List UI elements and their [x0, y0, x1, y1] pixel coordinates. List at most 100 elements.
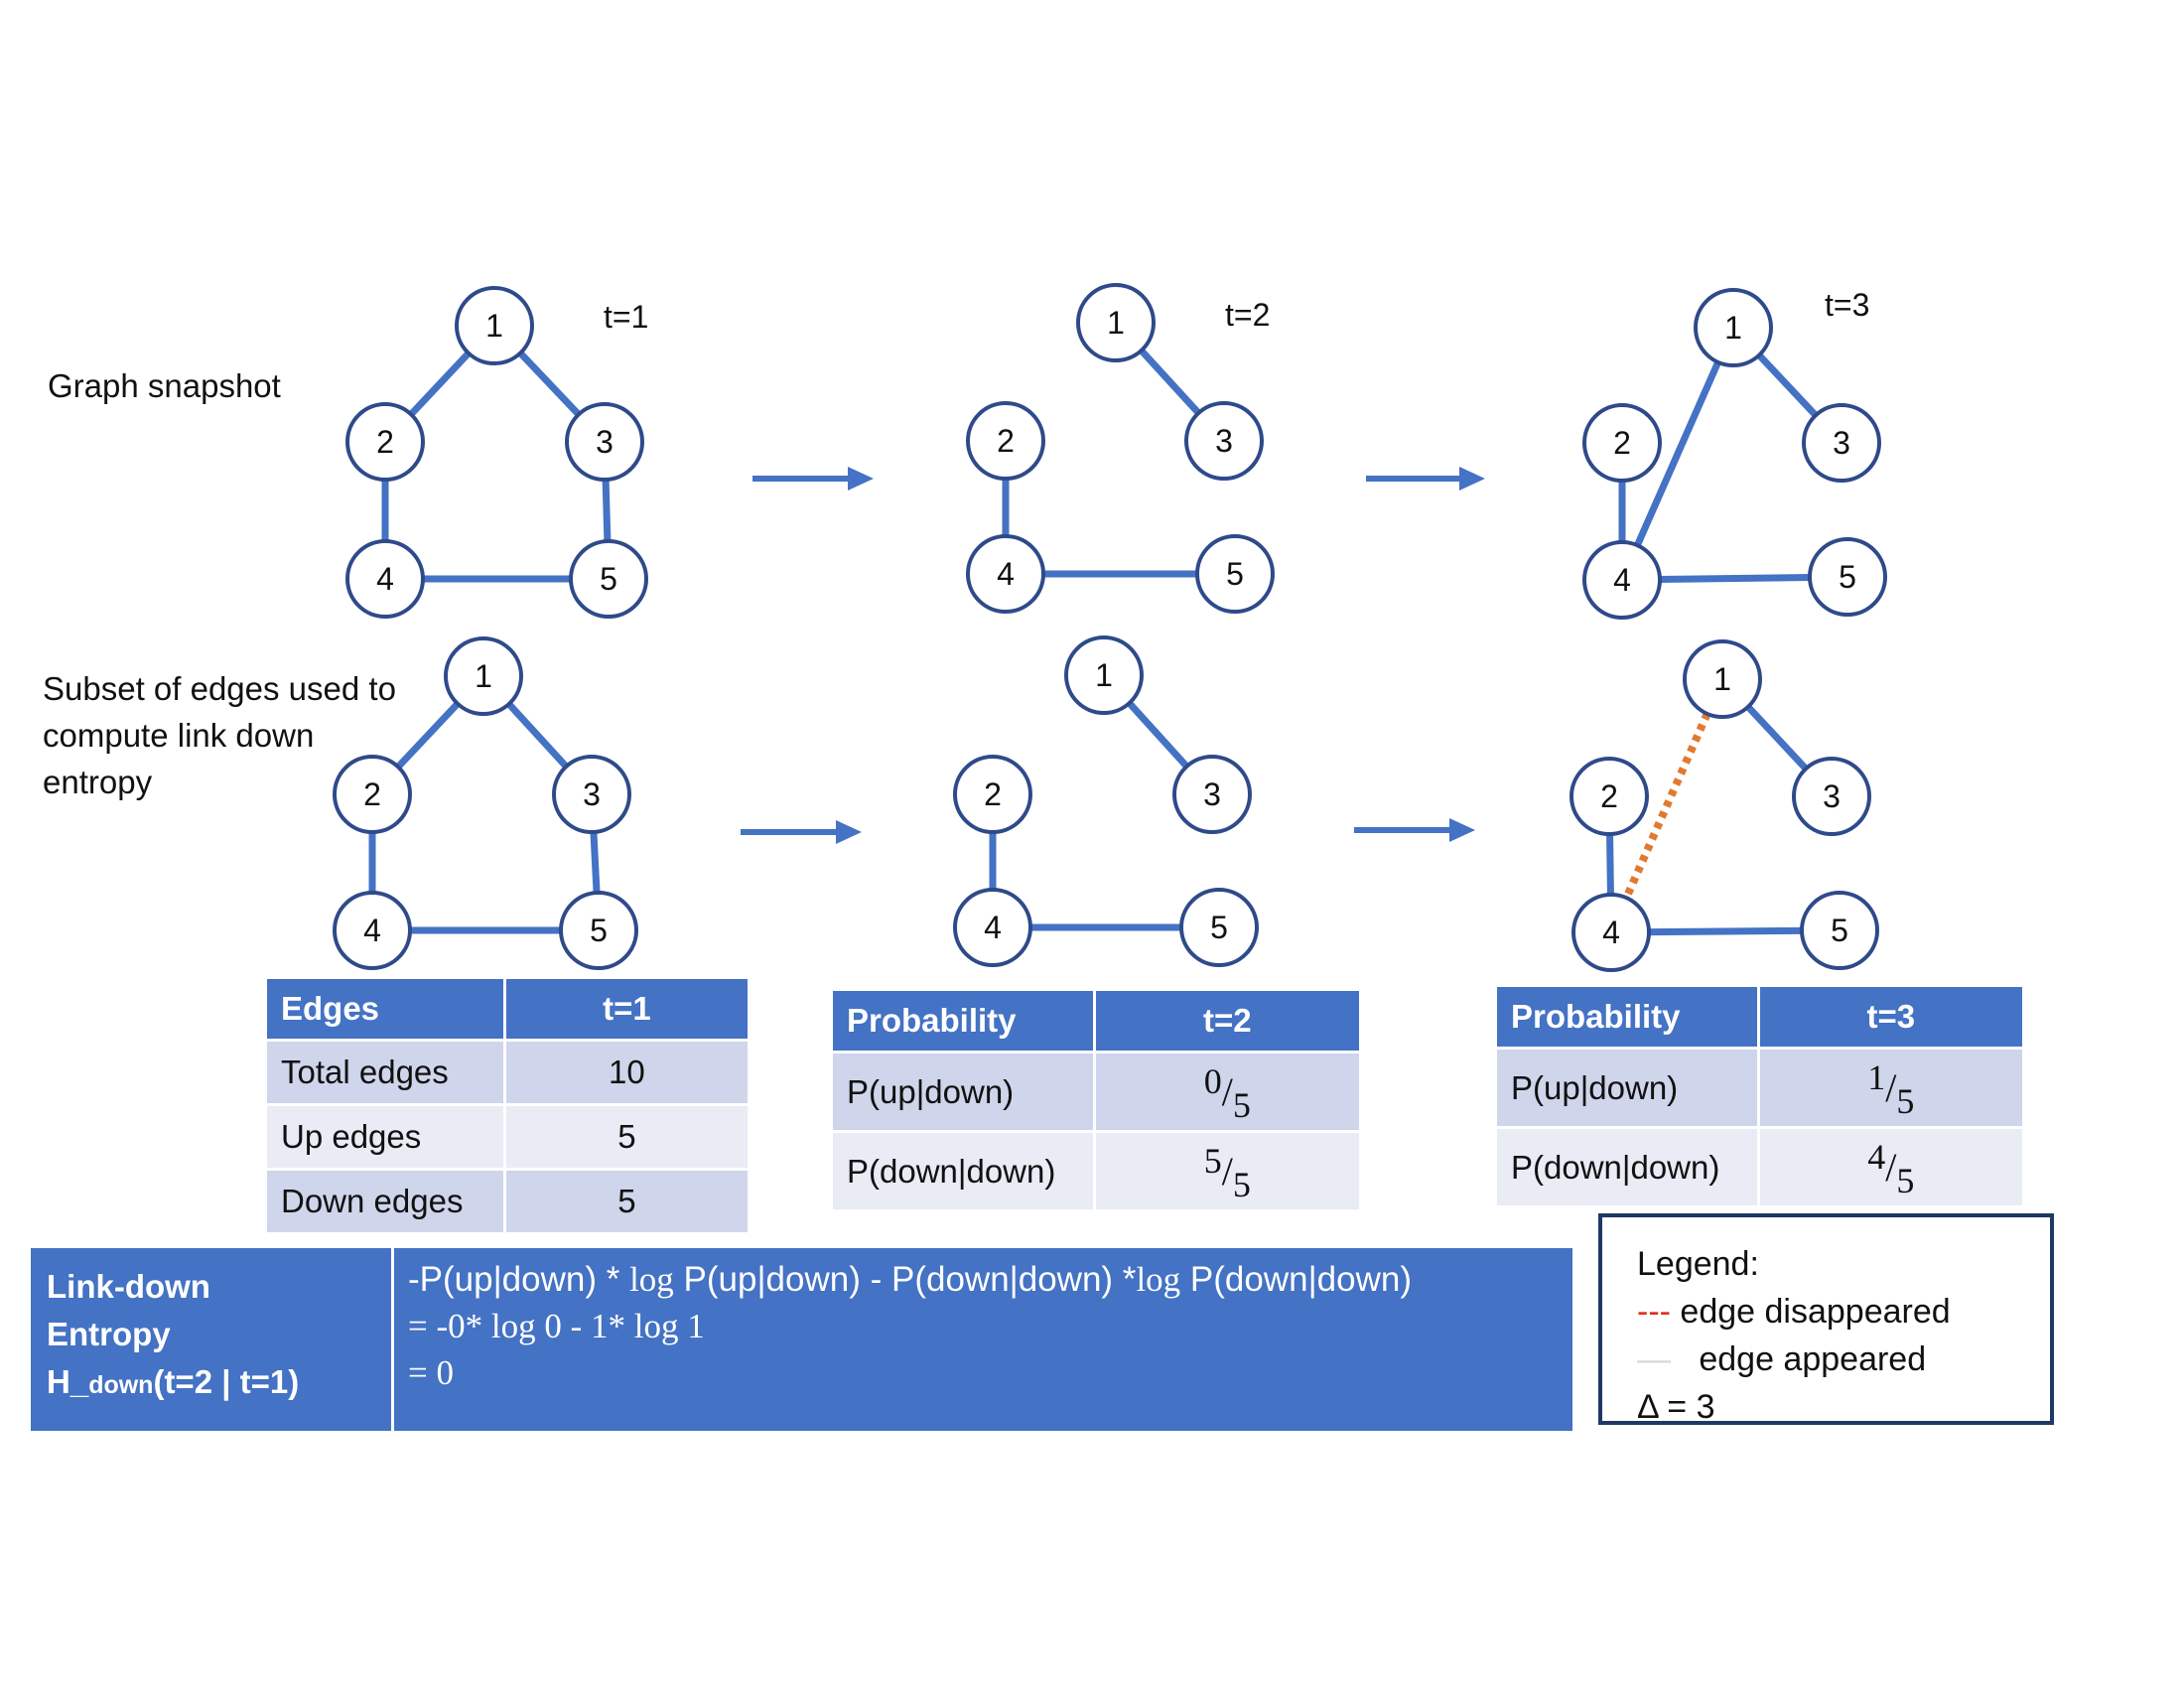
node-circle: [345, 402, 425, 482]
table-row: P(down|down) 4/5: [1494, 1126, 2026, 1208]
row-label: Down edges: [264, 1168, 506, 1235]
node-circle: [1571, 893, 1651, 972]
table-row: P(down|down) 5/5: [830, 1130, 1363, 1212]
row-value: 10: [502, 1039, 751, 1106]
graph-node: 2: [1582, 403, 1662, 483]
graph-node: 4: [345, 539, 425, 619]
node-circle: [1802, 403, 1881, 483]
node-circle: [565, 402, 644, 482]
entropy-symbol: H_down(t=2 | t=1): [47, 1363, 300, 1400]
numerator: 0: [1203, 1061, 1222, 1101]
node-circle: [1064, 635, 1144, 715]
numerator: 4: [1867, 1137, 1886, 1177]
row-label: P(down|down): [830, 1130, 1096, 1212]
node-circle: [1179, 888, 1259, 967]
node-label: 3: [1833, 425, 1850, 461]
graph-node: 3: [565, 402, 644, 482]
node-circle: [1570, 757, 1649, 836]
formula-line: = 0: [408, 1353, 454, 1392]
node-circle: [966, 401, 1045, 481]
table-header: Probability: [1494, 984, 1760, 1050]
graph-node: 2: [333, 755, 412, 834]
node-label: 3: [596, 424, 614, 460]
node-label: 1: [485, 308, 503, 344]
node-label: 5: [1210, 910, 1228, 945]
table-header: t=3: [1756, 984, 2026, 1050]
graph-node: 4: [333, 891, 412, 970]
subset-label-line: compute link down: [43, 717, 315, 754]
node-label: 5: [1226, 556, 1244, 592]
node-circle: [953, 888, 1032, 967]
numerator: 1: [1867, 1057, 1886, 1097]
node-circle: [1792, 757, 1871, 836]
graph-edge: [1618, 326, 1737, 582]
formula-line: -P(up|down) * log P(up|down) - P(down|do…: [408, 1260, 1412, 1299]
node-circle: [345, 539, 425, 619]
graph-node: 5: [569, 539, 648, 619]
table-header: t=1: [502, 976, 751, 1042]
node-circle: [953, 755, 1032, 834]
graph-node: 1: [1064, 635, 1144, 715]
row-label: Up edges: [264, 1103, 506, 1171]
graph-node: 1: [1076, 283, 1156, 362]
graph-node: 4: [1582, 540, 1662, 620]
node-circle: [333, 891, 412, 970]
denominator: 5: [1896, 1161, 1915, 1200]
grey-dash-icon: —: [1637, 1340, 1671, 1378]
table-row: Down edges 5: [264, 1168, 751, 1235]
node-circle: [569, 539, 648, 619]
table-row: Up edges 5: [264, 1103, 751, 1171]
probability-table-t2: Probability t=2 P(up|down) 0/5 P(down|do…: [830, 988, 1363, 1212]
node-label: 5: [1831, 913, 1848, 948]
graph-node: 5: [1195, 534, 1275, 614]
graph-node: 2: [1570, 757, 1649, 836]
node-label: 3: [1823, 778, 1841, 814]
graph-node: 1: [1683, 639, 1762, 719]
node-label: 4: [984, 910, 1002, 945]
node-circle: [966, 534, 1045, 614]
entropy-box: Link-down Entropy H_down(t=2 | t=1) -P(u…: [31, 1248, 1572, 1431]
entropy-formula: -P(up|down) * log P(up|down) - P(down|do…: [408, 1256, 1412, 1396]
row-label: Total edges: [264, 1039, 506, 1106]
node-circle: [1172, 755, 1252, 834]
legend-delta: Δ = 3: [1637, 1388, 1715, 1426]
row-label: P(up|down): [830, 1051, 1096, 1133]
node-label: 3: [583, 776, 601, 812]
node-circle: [1184, 401, 1264, 481]
fraction-value: 0/5: [1092, 1051, 1363, 1133]
graph-node: 4: [1571, 893, 1651, 972]
node-label: 1: [475, 658, 492, 694]
node-label: 5: [590, 913, 608, 948]
node-circle: [559, 891, 638, 970]
node-label: 2: [1600, 778, 1618, 814]
fraction-value: 1/5: [1756, 1047, 2026, 1129]
entropy-title: Entropy: [47, 1316, 171, 1352]
arrow-head-icon: [1449, 818, 1475, 842]
numerator: 5: [1203, 1141, 1222, 1181]
node-label: 1: [1724, 310, 1742, 346]
node-label: 4: [376, 561, 394, 597]
node-label: 2: [376, 424, 394, 460]
node-label: 2: [997, 423, 1015, 459]
node-label: 5: [1839, 559, 1856, 595]
table-row: P(up|down) 0/5: [830, 1051, 1363, 1133]
arrow-head-icon: [1459, 467, 1485, 491]
formula-line: = -0* log 0 - 1* log 1: [408, 1307, 705, 1345]
arrow-head-icon: [848, 467, 874, 491]
node-circle: [1694, 288, 1773, 367]
legend-item-appeared: — edge appeared: [1637, 1340, 1927, 1378]
node-label: 1: [1107, 305, 1125, 341]
graph-node: 2: [966, 401, 1045, 481]
node-circle: [1800, 891, 1879, 970]
node-label: 3: [1203, 776, 1221, 812]
legend-item-disappeared: --- edge disappeared: [1637, 1293, 1951, 1331]
node-circle: [552, 755, 631, 834]
node-label: 1: [1095, 657, 1113, 693]
graph-node: 3: [1172, 755, 1252, 834]
edges-table-t1: Edges t=1 Total edges 10 Up edges 5 Down…: [264, 976, 751, 1235]
graph-snapshot-label: Graph snapshot: [48, 367, 281, 404]
node-label: 4: [363, 913, 381, 948]
node-circle: [1195, 534, 1275, 614]
arrow-head-icon: [836, 820, 862, 844]
